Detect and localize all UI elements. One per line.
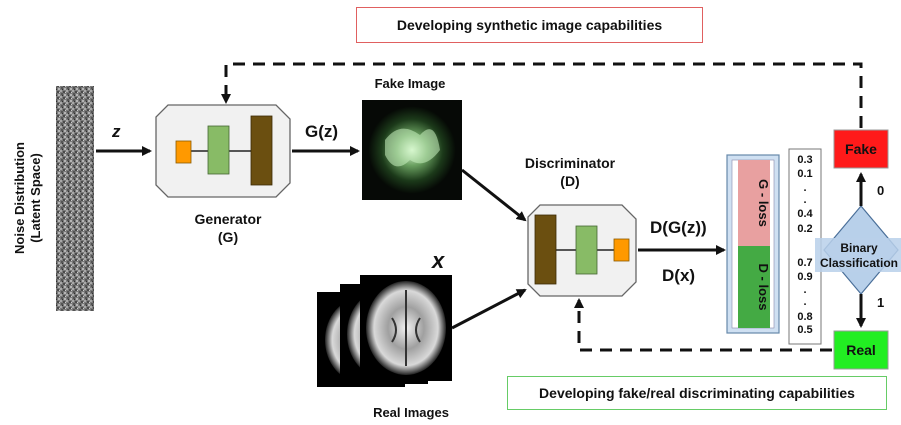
- generator-feedback-loop: [221, 62, 863, 128]
- gz-label: G(z): [305, 122, 338, 141]
- binary-classification-label-bg: [815, 238, 901, 272]
- discriminator-output-block: [613, 238, 630, 262]
- score-value: 0.5: [797, 324, 812, 336]
- score-value: 0.9: [797, 271, 812, 283]
- discriminator-label: Discriminator: [525, 155, 616, 171]
- real-images-label: Real Images: [373, 405, 449, 420]
- real-to-discriminator-arrow: [451, 288, 527, 330]
- noise-label-line1: Noise Distribution: [12, 142, 27, 254]
- score-value: .: [803, 296, 806, 308]
- score-value: .: [803, 182, 806, 194]
- discriminator-feedback-loop: [574, 298, 832, 352]
- fake-to-discriminator-arrow: [461, 168, 527, 222]
- score-value: 0.4: [797, 208, 813, 220]
- g-loss-block: [738, 160, 770, 246]
- discriminator-input-block: [534, 214, 557, 285]
- synthetic-capabilities-text: Developing synthetic image capabilities: [396, 17, 663, 33]
- score-value: 0.2: [797, 223, 812, 235]
- score-value: .: [803, 284, 806, 296]
- g-loss-label: G - loss: [756, 179, 771, 227]
- fake-output-box: [833, 129, 889, 169]
- z-label: z: [111, 122, 121, 141]
- discriminator-hidden-block: [575, 225, 598, 275]
- noise-distribution-image: [56, 86, 94, 311]
- score-values: 0.3 0.1.. 0.4 0.2 0.7 0.9.. 0.80.5: [797, 154, 813, 336]
- score-value: 0.7: [797, 257, 812, 269]
- one-label: 1: [877, 295, 884, 310]
- generator-label: Generator: [195, 211, 262, 227]
- binary-label-line1: Binary: [840, 241, 878, 255]
- fake-output-label: Fake: [845, 141, 877, 157]
- score-value: .: [803, 194, 806, 206]
- score-value: 0.1: [797, 168, 812, 180]
- dgz-label: D(G(z)): [650, 218, 707, 237]
- real-output-box: [833, 330, 889, 370]
- synthetic-capabilities-banner: Developing synthetic image capabilities: [356, 7, 703, 43]
- discriminator-symbol: (D): [560, 173, 579, 189]
- real-image-brain-details: [391, 290, 421, 366]
- generator-hidden-block: [207, 125, 230, 175]
- zero-label: 0: [877, 183, 884, 198]
- generator-input-block: [175, 140, 192, 164]
- score-value: 0.8: [797, 311, 812, 323]
- score-value: 0.3: [797, 154, 812, 166]
- generator-output-block: [250, 115, 273, 186]
- dx-label: D(x): [662, 266, 695, 285]
- discriminating-capabilities-banner: Developing fake/real discriminating capa…: [507, 376, 887, 410]
- noise-label-line2: (Latent Space): [28, 153, 43, 243]
- fake-image-label: Fake Image: [375, 76, 446, 91]
- discriminating-capabilities-text: Developing fake/real discriminating capa…: [539, 385, 855, 401]
- x-label: x: [431, 248, 445, 273]
- d-loss-label: D - loss: [756, 264, 771, 311]
- generator-symbol: (G): [218, 229, 238, 245]
- fake-image-texture: [385, 128, 440, 167]
- real-output-label: Real: [846, 342, 876, 358]
- binary-label-line2: Classification: [820, 256, 898, 270]
- d-loss-block: [738, 246, 770, 328]
